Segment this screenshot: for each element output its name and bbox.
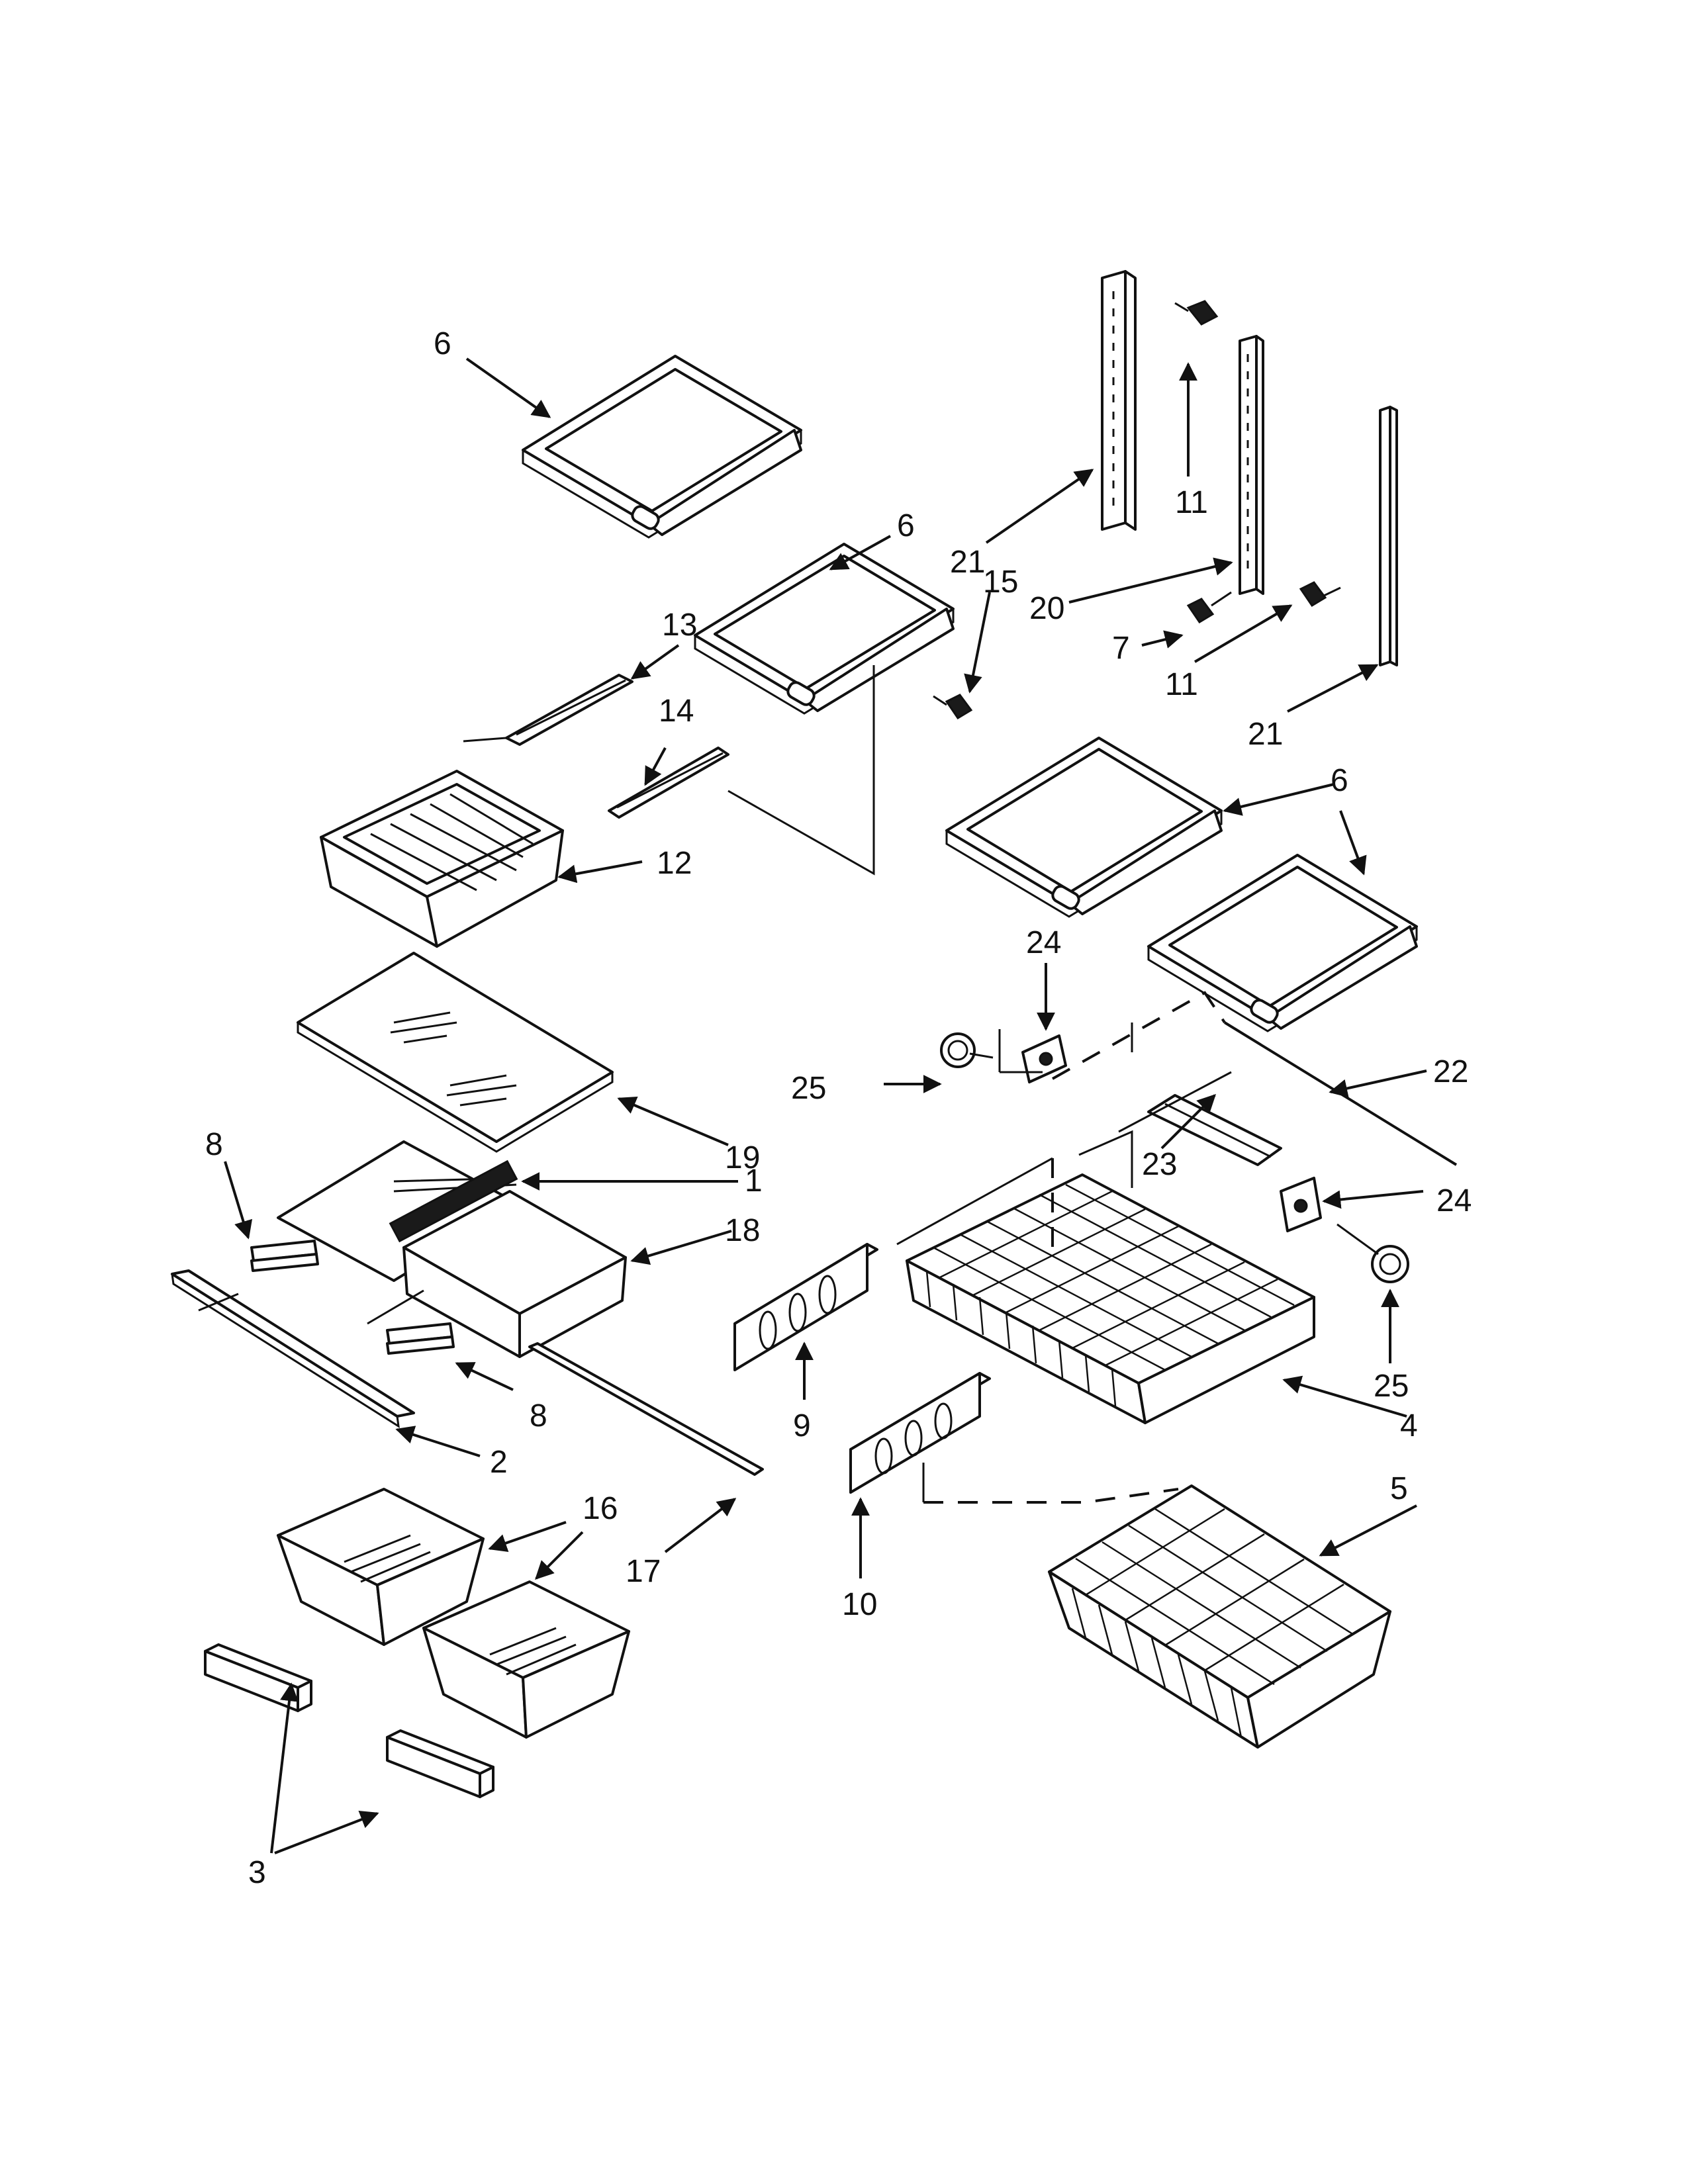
callout-9: 9 — [793, 1408, 811, 1443]
callout-7: 7 — [1112, 631, 1130, 666]
callout-25-upper: 25 — [791, 1071, 826, 1106]
callout-6-top: 6 — [434, 326, 451, 361]
basket-part-4 — [906, 1173, 1315, 1424]
screw-part-7 — [1186, 591, 1232, 624]
callout-20: 20 — [1029, 591, 1064, 626]
callout-16: 16 — [583, 1491, 618, 1526]
crisper-pan-part-12 — [320, 770, 564, 948]
drawer-slide-part-13 — [505, 674, 633, 746]
cover-part-3-left — [204, 1643, 312, 1712]
shelf-part-6-top — [522, 355, 802, 539]
callout-8-right: 8 — [530, 1398, 547, 1433]
callout-6-right: 6 — [1331, 763, 1348, 798]
callout-18: 18 — [725, 1213, 760, 1248]
callout-13: 13 — [662, 608, 697, 643]
callout-labels: 6 6 15 13 14 12 19 1 18 8 8 2 17 16 3 9 … — [205, 326, 1472, 1890]
shelf-part-6-right-upper — [945, 737, 1223, 918]
callout-11-lower: 11 — [1165, 667, 1198, 702]
gear-part-25-lower — [1336, 1223, 1409, 1283]
callout-15: 15 — [983, 565, 1018, 600]
shelf-part-6-middle — [694, 543, 955, 715]
gear-part-25-upper — [940, 1032, 994, 1068]
bin-part-16-right — [422, 1580, 630, 1739]
bin-part-16-left — [277, 1488, 485, 1646]
screw-part-11-upper — [1174, 300, 1219, 326]
callout-10: 10 — [842, 1587, 877, 1622]
glass-shelf-part-19 — [297, 952, 614, 1153]
callout-11-upper: 11 — [1175, 485, 1208, 520]
shelf-standard-part-21-left — [1101, 270, 1137, 531]
callout-2: 2 — [490, 1445, 508, 1480]
callout-17: 17 — [626, 1554, 661, 1589]
callout-14: 14 — [659, 694, 694, 729]
shelf-standard-part-21-right — [1379, 406, 1398, 666]
callout-6-middle: 6 — [897, 508, 915, 543]
callout-1: 1 — [745, 1163, 763, 1199]
leader-arrows — [224, 357, 1427, 1854]
callout-8-left: 8 — [205, 1127, 223, 1162]
callout-24-upper: 24 — [1026, 925, 1061, 960]
slide-part-8-right — [386, 1322, 455, 1355]
callout-22: 22 — [1433, 1054, 1468, 1089]
callout-25-lower: 25 — [1374, 1369, 1409, 1404]
callout-24-lower: 24 — [1436, 1183, 1472, 1218]
basket-part-5 — [1048, 1484, 1391, 1749]
callout-3: 3 — [248, 1855, 266, 1890]
callout-4: 4 — [1400, 1408, 1418, 1443]
support-part-23 — [1147, 1094, 1282, 1166]
shelf-standard-part-20 — [1239, 335, 1264, 595]
screw-part-15 — [933, 694, 973, 720]
trim-part-2 — [171, 1269, 415, 1428]
guide-lines — [198, 665, 1232, 1504]
cover-part-3-right — [386, 1729, 494, 1798]
rod-part-17 — [528, 1342, 764, 1476]
callout-12: 12 — [657, 846, 692, 881]
slide-part-8-left — [250, 1240, 319, 1272]
callout-23: 23 — [1142, 1147, 1177, 1182]
drawer-part-18 — [402, 1190, 627, 1358]
callout-5: 5 — [1390, 1471, 1408, 1506]
shelf-part-6-right-lower — [1147, 854, 1418, 1032]
screw-part-11-lower — [1299, 581, 1341, 608]
drawer-slide-part-14 — [608, 747, 729, 819]
callout-19: 19 — [725, 1140, 760, 1175]
bracket-part-24-lower — [1280, 1177, 1322, 1232]
divider-part-10 — [849, 1372, 991, 1494]
callout-21-upper: 21 — [950, 545, 985, 580]
divider-part-9 — [733, 1243, 878, 1371]
callout-21-lower: 21 — [1248, 717, 1283, 752]
